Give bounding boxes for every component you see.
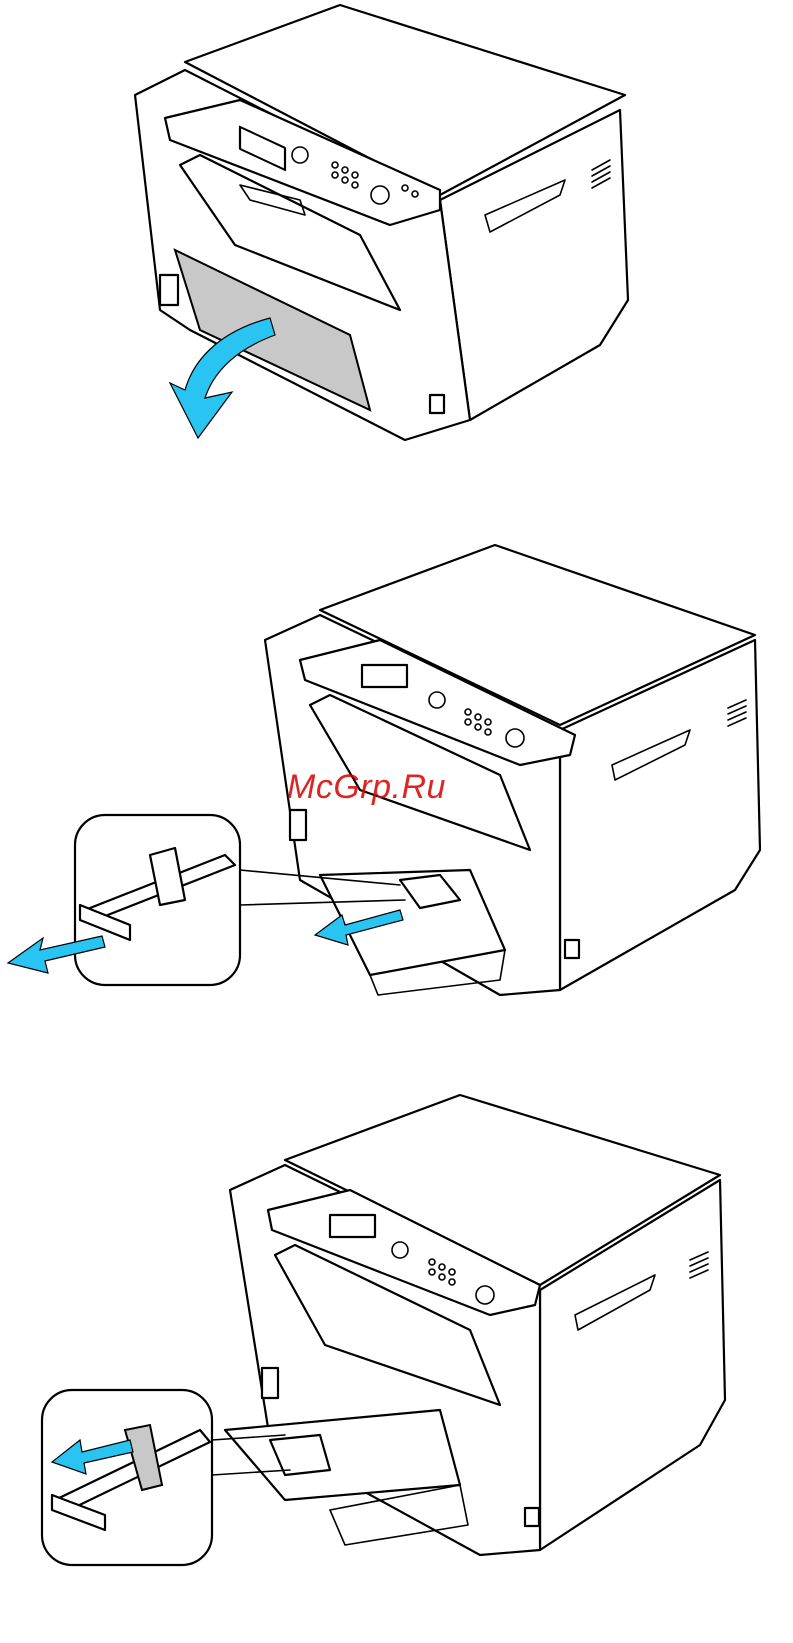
- power-switch: [565, 940, 579, 958]
- open-tray: [225, 1410, 460, 1500]
- watermark-text: McGrp.Ru: [287, 768, 446, 807]
- usb-port: [262, 1368, 278, 1398]
- panel-display: [330, 1215, 375, 1237]
- printer-illustration-3: [0, 1090, 793, 1643]
- panel-display: [362, 665, 407, 687]
- printer-illustration-1: [0, 0, 793, 470]
- usb-port: [290, 810, 306, 840]
- step-1-open-tray-door: [0, 0, 793, 470]
- inset-detail: [75, 815, 240, 985]
- power-switch: [430, 395, 444, 413]
- power-switch: [525, 1508, 539, 1526]
- usb-port: [160, 275, 178, 305]
- step-3-slide-guide: [0, 1090, 793, 1643]
